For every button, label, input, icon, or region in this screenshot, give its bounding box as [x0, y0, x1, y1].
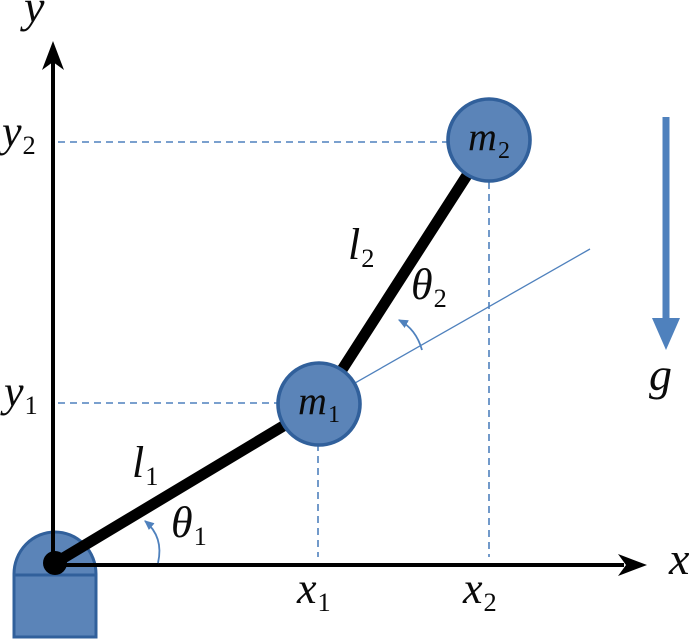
mass1-circle: [276, 361, 362, 447]
y-axis-label: y: [24, 0, 45, 32]
theta1-label: θ1: [171, 498, 207, 552]
y1-coordinate-label: y1: [4, 367, 38, 421]
pivot-joint: [43, 551, 67, 575]
y-axis-arrowhead: [42, 41, 64, 70]
length1-label: l1: [132, 438, 159, 492]
theta2-arc-arrow: [398, 319, 423, 351]
gravity-arrow: [652, 117, 680, 350]
y2-coordinate-label: y2: [2, 107, 36, 161]
mass2-circle: [446, 97, 532, 183]
length2-label: l2: [348, 220, 375, 274]
x-axis-arrowhead: [618, 554, 647, 576]
rod-2: [314, 135, 495, 410]
rod1-extension-line: [347, 248, 591, 388]
mass1-label: m1: [298, 378, 340, 428]
gravity-label: g: [649, 349, 672, 400]
theta1-arc-arrow: [144, 520, 161, 564]
x2-coordinate-label: x2: [463, 564, 497, 618]
theta2-label: θ2: [411, 260, 447, 314]
x1-coordinate-label: x1: [297, 564, 331, 618]
x-axis-label: x: [669, 533, 690, 584]
rod-1: [49, 398, 326, 569]
mass2-label: m2: [468, 114, 510, 164]
